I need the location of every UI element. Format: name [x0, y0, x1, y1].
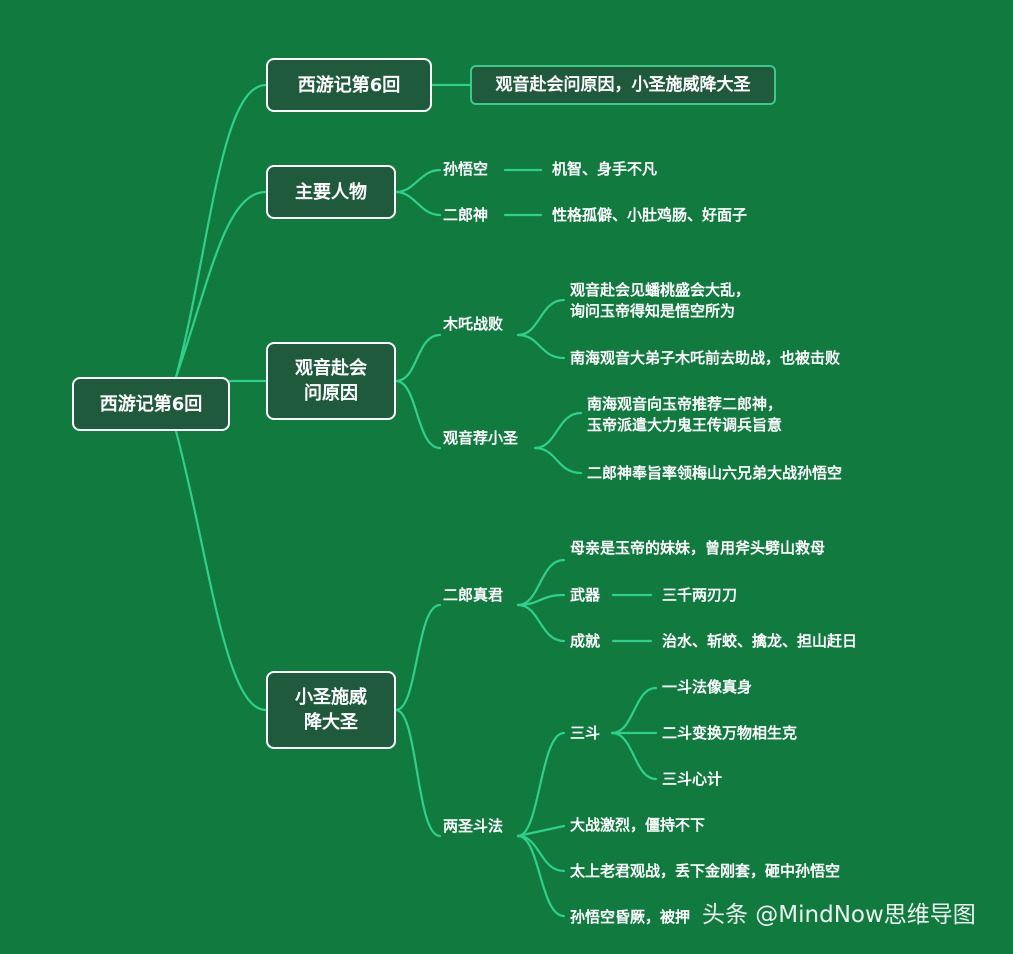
muzha-event1-line1: 观音赴会见蟠桃盛会大乱， — [570, 281, 751, 299]
link-erlang-mother — [516, 558, 566, 607]
link-recommend-event1 — [533, 411, 583, 450]
erlang-label: 二郎真君 — [443, 586, 504, 604]
battle-event1: 大战激烈，僵持不下 — [570, 816, 706, 834]
link-battle-three — [516, 731, 566, 838]
link-guanyin-muzha — [394, 333, 442, 383]
link-battle-event1 — [516, 824, 566, 838]
root-label: 西游记第6回 — [99, 393, 203, 415]
link-characters-sun — [394, 168, 442, 194]
chapter-label: 西游记第6回 — [297, 74, 401, 96]
battle-event3: 孙悟空昏厥，被押 — [570, 908, 691, 926]
link-erlang-weapon — [516, 593, 566, 607]
chapter-summary-node[interactable]: 观音赴会问原因，小圣施威降大圣 — [470, 65, 776, 105]
battle-three-item2: 二斗变换万物相生克 — [662, 724, 798, 742]
link-guanyin-recommend — [394, 379, 442, 450]
battle-event2: 太上老君观战，丢下金刚套，砸中孙悟空 — [570, 862, 841, 880]
recommend-event1: 南海观音向玉帝推荐二郎神， 玉帝派遣大力鬼王传调兵旨意 — [587, 394, 782, 436]
muzha-label: 木吒战败 — [443, 315, 504, 333]
link-three-item1 — [610, 686, 658, 735]
erlang-weapon-value: 三千两刃刀 — [662, 586, 738, 604]
character-sun-trait: 机智、身手不凡 — [552, 160, 658, 178]
link-three-item3 — [610, 731, 658, 781]
link-root-xiaosheng — [174, 429, 268, 712]
characters-label: 主要人物 — [295, 181, 367, 203]
muzha-event1-line2: 询问玉帝得知是悟空所为 — [570, 302, 736, 320]
muzha-event2: 南海观音大弟子木吒前去助战，也被击败 — [570, 349, 841, 367]
battle-three-item1: 一斗法像真身 — [662, 678, 753, 696]
link-battle-event3 — [516, 834, 566, 918]
xiaosheng-label-line2: 降大圣 — [304, 712, 358, 733]
guanyin-node[interactable]: 观音赴会 问原因 — [266, 342, 396, 420]
erlang-achievement-value: 治水、斩蛟、擒龙、担山赶日 — [662, 632, 858, 650]
link-root-characters — [174, 190, 268, 379]
recommend-event2: 二郎神奉旨率领梅山六兄弟大战孙悟空 — [587, 464, 843, 482]
link-muzha-event1 — [516, 298, 566, 337]
battle-three-item3: 三斗心计 — [662, 770, 723, 788]
recommend-label: 观音荐小圣 — [443, 429, 519, 447]
link-xiaosheng-erlang — [394, 603, 442, 712]
root-node[interactable]: 西游记第6回 — [72, 377, 230, 431]
erlang-weapon-label: 武器 — [570, 586, 601, 604]
watermark: 头条 @MindNow思维导图 — [702, 902, 976, 928]
battle-three-label: 三斗 — [570, 724, 601, 742]
xiaosheng-node[interactable]: 小圣施威 降大圣 — [266, 671, 396, 749]
erlang-achievement-label: 成就 — [570, 632, 601, 650]
character-erlang-trait: 性格孤僻、小肚鸡肠、好面子 — [552, 206, 748, 224]
link-recommend-event2 — [533, 446, 583, 475]
erlang-mother: 母亲是玉帝的妹妹，曾用斧头劈山救母 — [570, 539, 826, 557]
character-sun-name: 孙悟空 — [443, 160, 489, 178]
muzha-event1: 观音赴会见蟠桃盛会大乱， 询问玉帝得知是悟空所为 — [570, 280, 750, 322]
link-muzha-event2 — [516, 333, 566, 360]
guanyin-label-line1: 观音赴会 — [295, 358, 367, 379]
link-erlang-achievement — [516, 603, 566, 643]
battle-label: 两圣斗法 — [443, 817, 504, 835]
recommend-event1-line1: 南海观音向玉帝推荐二郎神， — [587, 395, 783, 413]
character-erlang-name: 二郎神 — [443, 206, 489, 224]
xiaosheng-label-line1: 小圣施威 — [295, 687, 367, 708]
guanyin-label-line2: 问原因 — [304, 383, 358, 404]
link-xiaosheng-battle — [394, 708, 442, 838]
characters-node[interactable]: 主要人物 — [266, 165, 396, 219]
link-characters-erlang — [394, 190, 442, 217]
link-root-chapter — [174, 83, 268, 379]
chapter-node[interactable]: 西游记第6回 — [266, 58, 432, 112]
link-battle-event2 — [516, 834, 566, 873]
recommend-event1-line2: 玉帝派遣大力鬼王传调兵旨意 — [587, 416, 783, 434]
chapter-summary-label: 观音赴会问原因，小圣施威降大圣 — [495, 74, 751, 95]
